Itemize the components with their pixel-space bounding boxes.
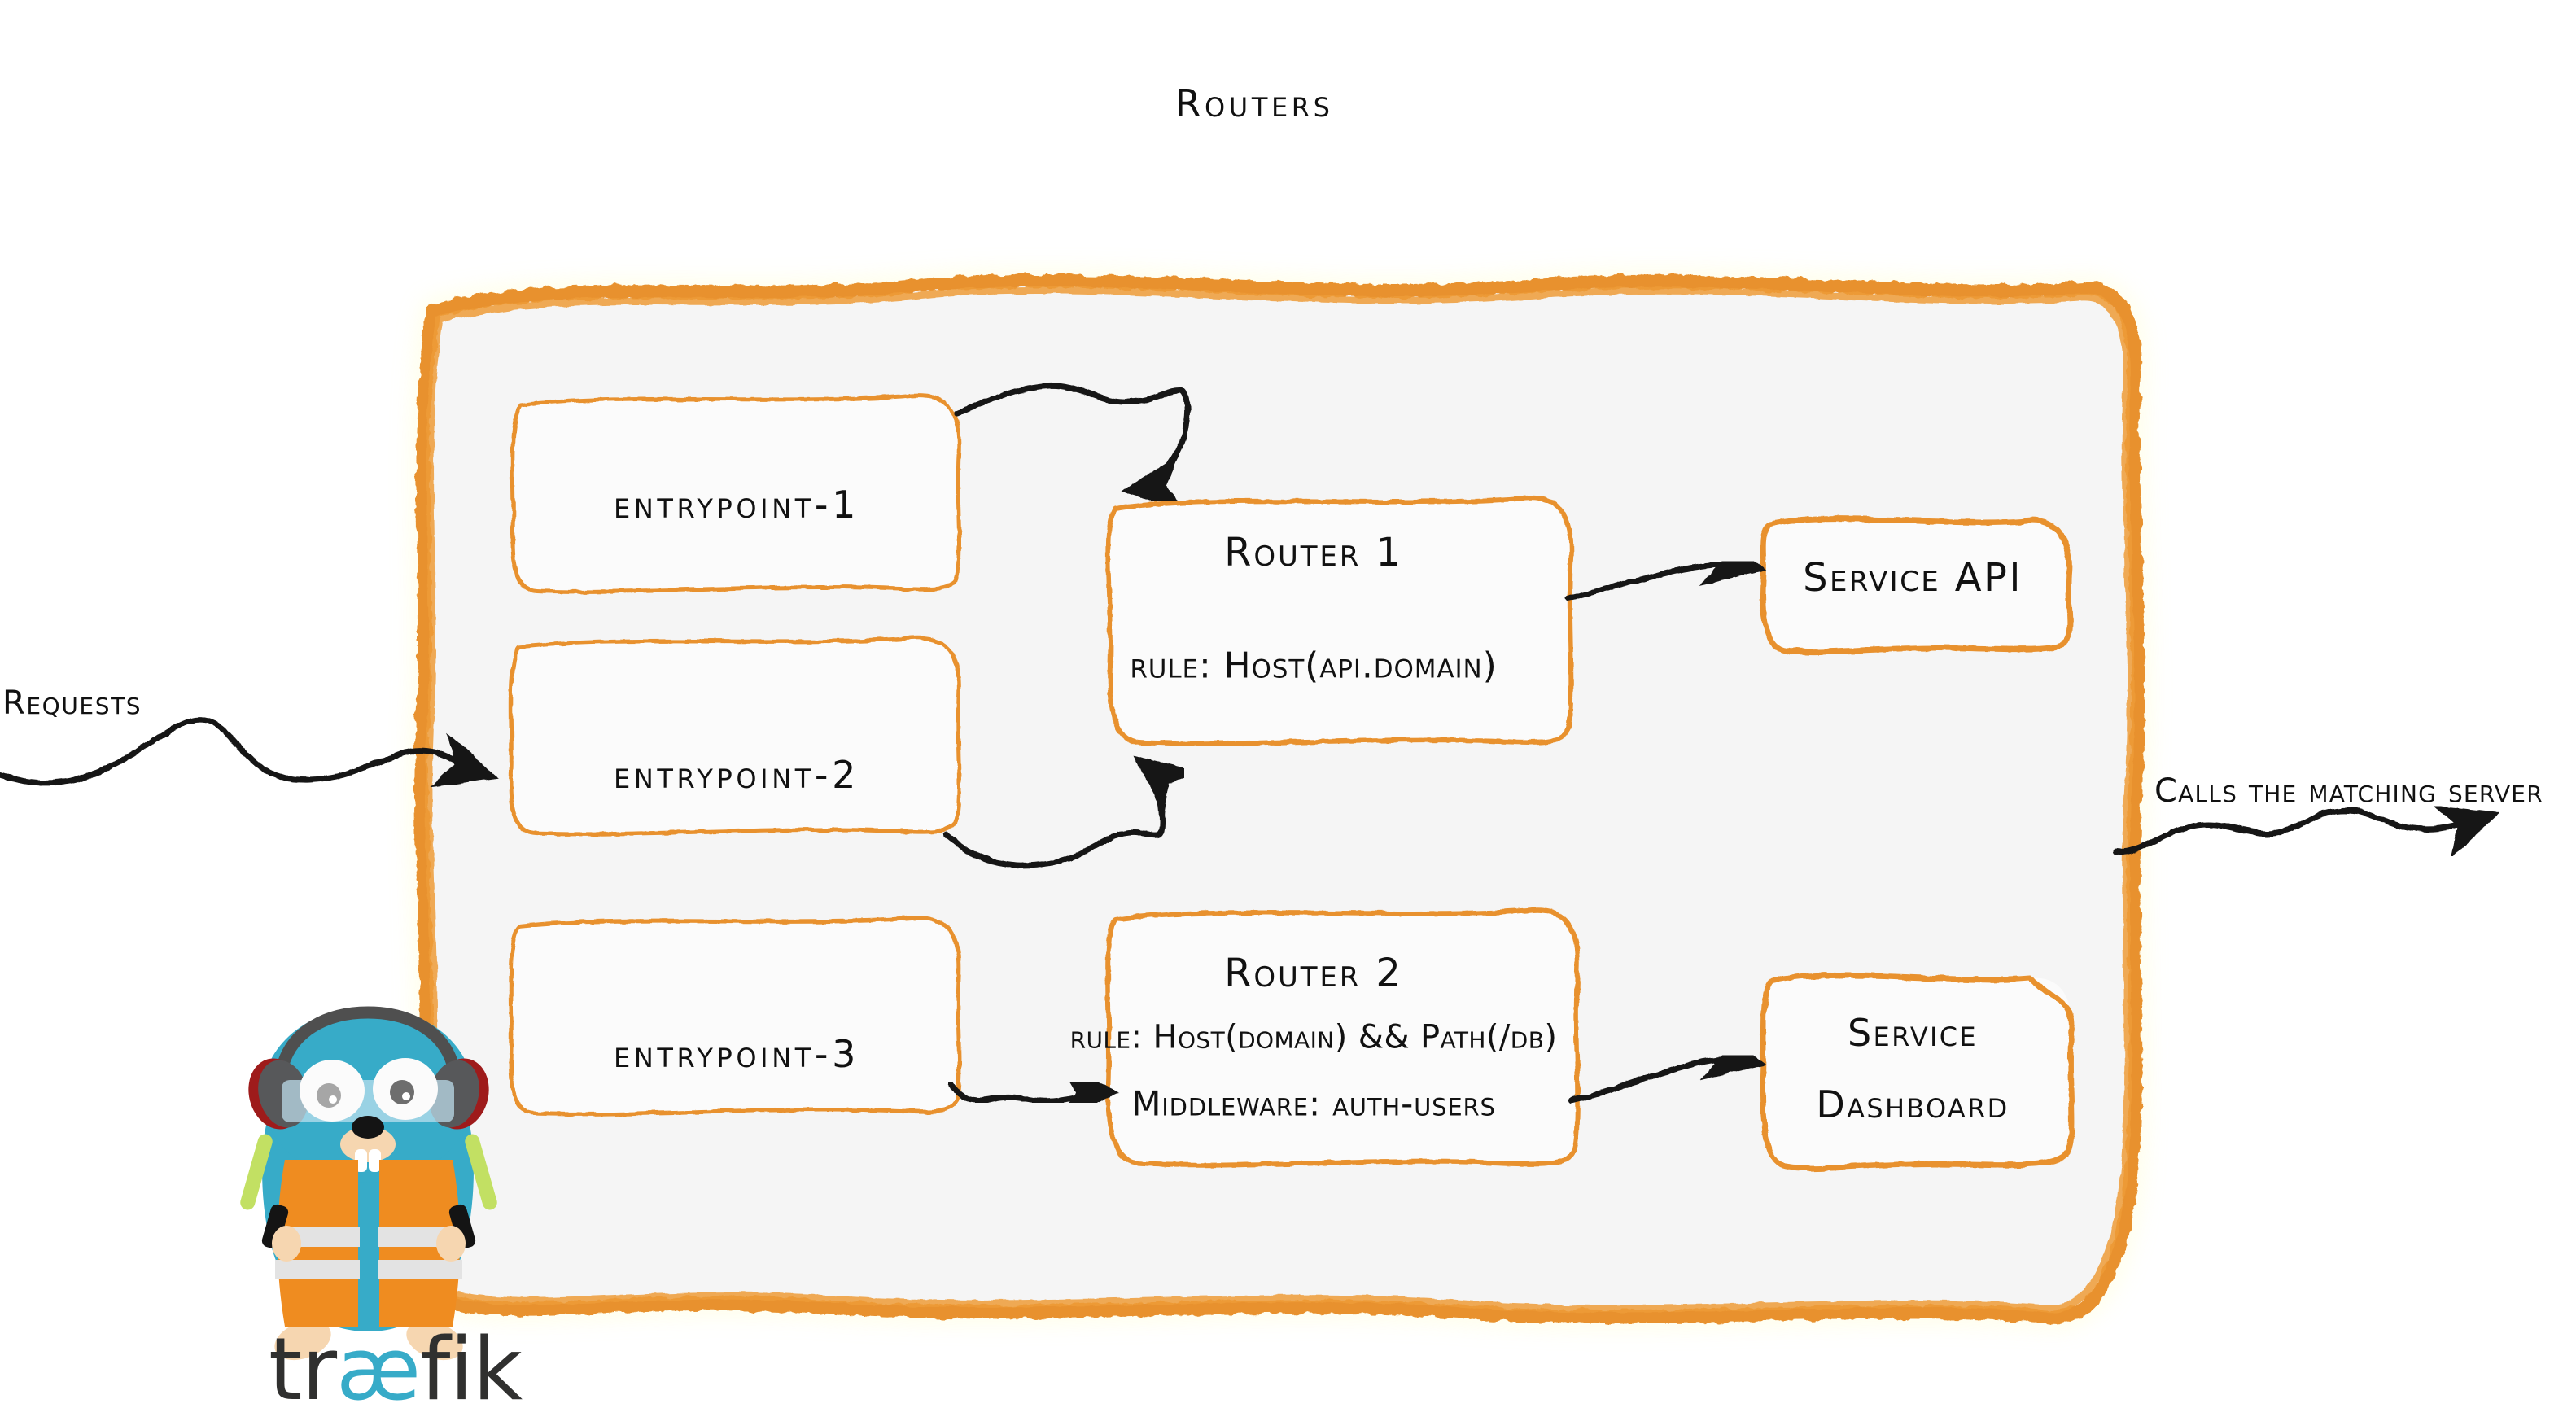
entrypoint-box-3-fill	[510, 917, 960, 1114]
service-dashboard-label-line1: Service	[1848, 1011, 1978, 1056]
service-box-dashboard-fill	[1762, 975, 2072, 1169]
arrow-entrypoint2-to-router1	[942, 755, 1200, 868]
arrow-entrypoint3-to-router2	[947, 1064, 1121, 1122]
marshalling-wand-right	[436, 1134, 497, 1262]
traefik-wordmark: træfik	[269, 1327, 523, 1408]
service-box-dashboard-border	[1760, 972, 2075, 1171]
arrow-router2-to-service-dashboard	[1568, 1024, 1767, 1104]
entrypoint-box-1-border	[510, 393, 962, 594]
entrypoint-2-label: entrypoint-2	[614, 753, 859, 798]
arrow-requests-in	[0, 716, 499, 788]
calls-matching-server-label: Calls the matching server	[2154, 772, 2543, 810]
router-2-rule: rule: Host(domain) && Path(/db)	[1069, 1018, 1558, 1056]
wordmark-ae-ligature: æ	[336, 1319, 421, 1408]
arrow-calls-matching-server-out	[2113, 804, 2501, 859]
entrypoint-box-2[interactable]	[509, 636, 962, 837]
marshalling-wand-left	[240, 1134, 301, 1262]
router-2-name: Router 2	[1224, 951, 1403, 997]
service-dashboard-label-line2: Dashboard	[1816, 1082, 2010, 1127]
router-1-name: Router 1	[1224, 530, 1403, 576]
entrypoint-box-3-border	[509, 916, 962, 1117]
page-title: Routers	[1174, 81, 1334, 126]
service-api-label: Service API	[1803, 555, 2023, 601]
wordmark-part2: fik	[420, 1319, 523, 1408]
router-box-1-fill	[1108, 497, 1572, 744]
wordmark-part1: tr	[269, 1319, 337, 1408]
traefik-gopher-mascot	[240, 1006, 497, 1361]
service-box-api[interactable]	[1760, 516, 2073, 655]
arrow-entrypoint1-to-router1	[954, 383, 1191, 512]
entrypoint-box-1[interactable]	[510, 393, 962, 594]
router-1-rule: rule: Host(api.domain)	[1130, 645, 1498, 687]
router-box-1-border	[1105, 495, 1574, 746]
service-box-dashboard[interactable]	[1760, 972, 2075, 1171]
arrow-router1-to-service-api	[1564, 529, 1767, 601]
entrypoint-box-2-border	[509, 636, 962, 837]
router-box-1[interactable]	[1105, 495, 1574, 746]
entrypoint-box-1-fill	[512, 395, 960, 592]
router-box-2-fill	[1108, 909, 1578, 1165]
requests-label: Requests	[2, 684, 142, 722]
service-box-api-fill	[1762, 518, 2071, 653]
entrypoint-box-3[interactable]	[509, 916, 962, 1117]
router-2-middleware: Middleware: auth-users	[1131, 1083, 1496, 1124]
entrypoint-box-2-fill	[510, 637, 960, 834]
entrypoint-3-label: entrypoint-3	[614, 1032, 859, 1077]
entrypoint-1-label: entrypoint-1	[614, 483, 859, 527]
service-box-api-border	[1760, 516, 2073, 655]
